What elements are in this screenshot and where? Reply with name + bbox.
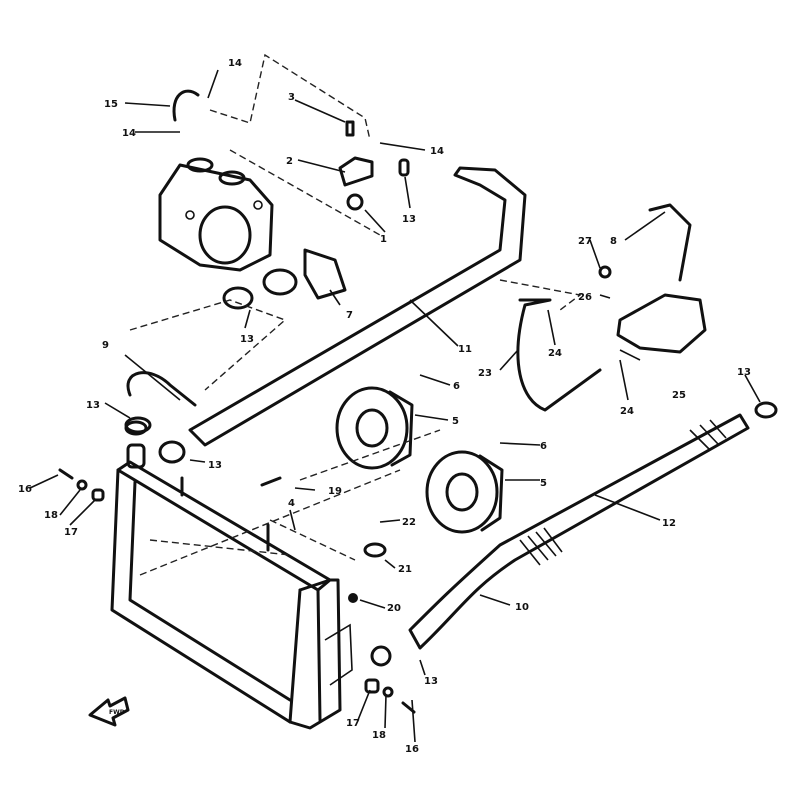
cap-1 (346, 193, 364, 211)
gasket-7 (303, 248, 347, 300)
callout-12: 12 (662, 518, 676, 529)
callout-23: 23 (478, 368, 492, 379)
callout-14c: 14 (430, 146, 444, 157)
cap (262, 268, 298, 296)
clamp-13 (370, 645, 392, 667)
grommet-17 (91, 488, 105, 502)
thermostat-housing (158, 157, 274, 272)
callout-16b: 16 (405, 744, 419, 755)
callout-13c: 13 (86, 400, 100, 411)
callout-22: 22 (402, 517, 416, 528)
callout-16a: 16 (18, 484, 32, 495)
front-arrow-icon: FWD (88, 696, 130, 727)
callout-13e: 13 (737, 367, 751, 378)
callout-8: 8 (610, 236, 617, 247)
callout-14b: 14 (122, 128, 136, 139)
tube-23 (516, 298, 602, 412)
water-pump-5 (335, 386, 504, 534)
bolt-16 (58, 468, 74, 480)
callout-19: 19 (328, 486, 342, 497)
callout-14a: 14 (228, 58, 242, 69)
callout-5a: 5 (452, 416, 459, 427)
callout-5b: 5 (540, 478, 547, 489)
callout-1: 1 (380, 234, 387, 245)
callout-9: 9 (102, 340, 109, 351)
callout-7: 7 (346, 310, 353, 321)
callout-13d: 13 (208, 460, 222, 471)
bolt-27 (598, 265, 612, 279)
callout-13b: 13 (240, 334, 254, 345)
callout-24a: 24 (548, 348, 562, 359)
hose-9 (126, 371, 197, 407)
callout-6b: 6 (540, 441, 547, 452)
callout-13a: 13 (402, 214, 416, 225)
callout-20: 20 (387, 603, 401, 614)
hose-15 (172, 89, 200, 122)
grommet-17 (364, 678, 380, 694)
svg-text:FWD: FWD (109, 709, 125, 716)
sensor-19 (260, 476, 282, 487)
callout-10: 10 (515, 602, 529, 613)
washer-18 (76, 479, 88, 491)
clamp-13 (754, 401, 778, 419)
callout-2: 2 (286, 156, 293, 167)
callout-11: 11 (458, 344, 472, 355)
pipe-11 (188, 166, 527, 447)
callout-21: 21 (398, 564, 412, 575)
callout-18a: 18 (44, 510, 58, 521)
callout-25: 25 (672, 390, 686, 401)
clamp-13 (222, 286, 254, 310)
plug-20 (348, 593, 358, 603)
callout-18b: 18 (372, 730, 386, 741)
callouts: 1 2 3 4 5 5 6 6 7 8 9 10 11 12 13 13 13 … (18, 58, 751, 755)
callout-27: 27 (578, 236, 592, 247)
callout-3: 3 (288, 92, 295, 103)
callout-24b: 24 (620, 406, 634, 417)
bolt-3 (345, 120, 355, 137)
washer-18 (382, 686, 394, 698)
tube-8 (648, 203, 692, 282)
callout-6a: 6 (453, 381, 460, 392)
radiator (110, 420, 353, 730)
callout-13f: 13 (424, 676, 438, 687)
pipe-12-hose-10 (408, 413, 750, 650)
callout-17a: 17 (64, 527, 78, 538)
callout-17b: 17 (346, 718, 360, 729)
callout-26: 26 (578, 292, 592, 303)
washer-21 (363, 542, 387, 558)
housing-25 (616, 293, 707, 354)
clamp-13 (398, 158, 410, 177)
callout-4: 4 (288, 498, 295, 509)
fitting-2 (338, 156, 374, 187)
callout-15: 15 (104, 99, 118, 110)
